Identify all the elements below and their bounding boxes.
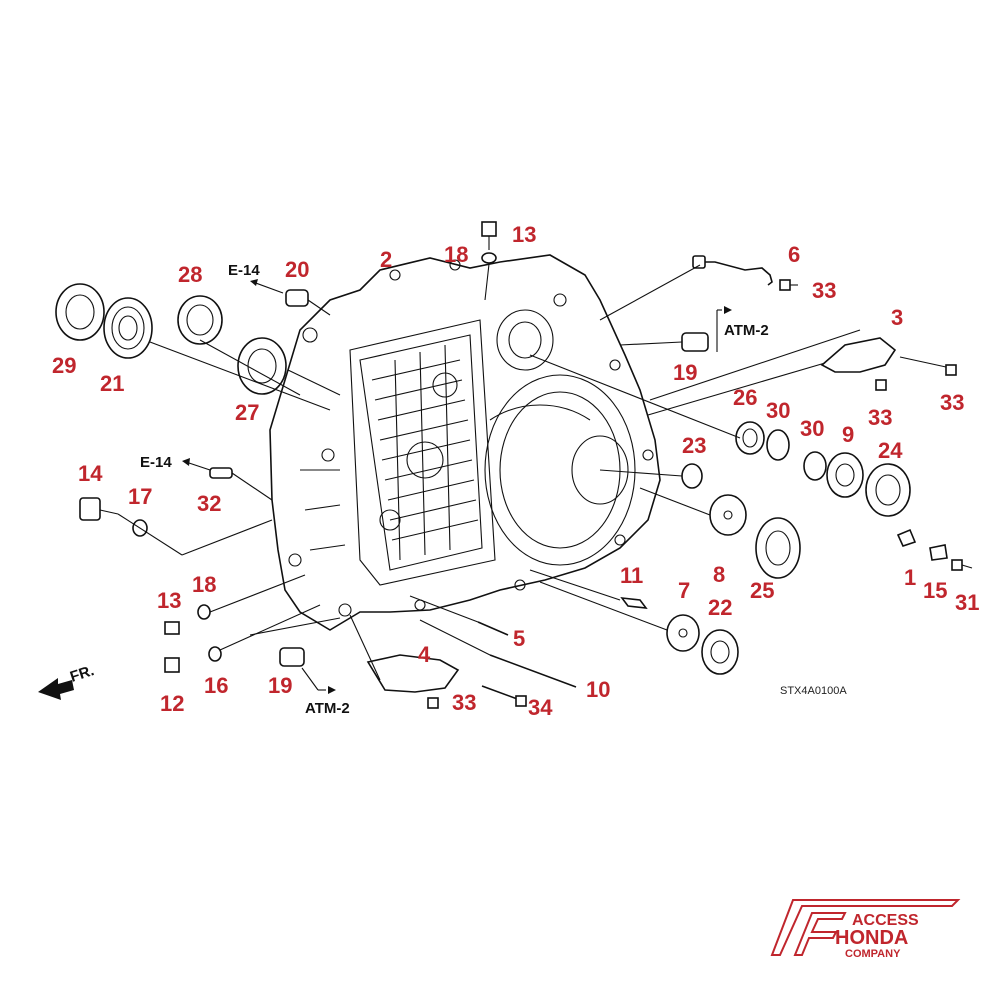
- logo-line3: COMPANY: [845, 948, 901, 960]
- part-3-bracket[interactable]: [820, 337, 897, 373]
- part-1-lock-plate[interactable]: [896, 528, 917, 547]
- reference-arrows: [182, 279, 732, 694]
- part-31-bolt[interactable]: [951, 559, 973, 571]
- callout-32[interactable]: 32: [197, 491, 221, 516]
- callout-1[interactable]: 1: [904, 565, 916, 590]
- callout-34[interactable]: 34: [528, 695, 553, 720]
- part-8-thrust-washer[interactable]: [709, 494, 747, 536]
- callout-19[interactable]: 19: [268, 673, 292, 698]
- access-honda-logo: ACCESS HONDA COMPANY: [770, 899, 961, 960]
- part-11-clip[interactable]: [620, 597, 648, 609]
- callout-33[interactable]: 33: [452, 690, 476, 715]
- part-30-o-ring-b[interactable]: [803, 451, 827, 481]
- part-25-gear[interactable]: [755, 517, 801, 579]
- callout-9[interactable]: 9: [842, 422, 854, 447]
- part-19-dowel-upper[interactable]: [681, 332, 709, 352]
- callout-16[interactable]: 16: [204, 673, 228, 698]
- callout-24[interactable]: 24: [878, 438, 903, 463]
- part-33-bolt-c[interactable]: [945, 364, 957, 376]
- callout-11[interactable]: 11: [620, 563, 643, 588]
- part-33-bolt-d[interactable]: [427, 697, 439, 709]
- callout-18[interactable]: 18: [192, 572, 216, 597]
- part-18-washer-bottom[interactable]: [197, 604, 211, 620]
- part-34-bolt[interactable]: [481, 685, 527, 707]
- ref-atm2-right[interactable]: ATM-2: [724, 322, 769, 339]
- part-30-o-ring-a[interactable]: [766, 429, 790, 461]
- part-33-bolt-b[interactable]: [875, 379, 887, 391]
- callout-14[interactable]: 14: [78, 461, 103, 486]
- part-14-plug[interactable]: [79, 497, 119, 521]
- part-22-bearing[interactable]: [701, 629, 739, 675]
- callout-3[interactable]: 3: [891, 305, 903, 330]
- ref-e14-top[interactable]: E-14: [228, 262, 260, 279]
- callout-30[interactable]: 30: [766, 398, 790, 423]
- part-33-bolt-a[interactable]: [779, 279, 798, 291]
- callout-33[interactable]: 33: [812, 278, 836, 303]
- front-indicator-label: FR.: [68, 662, 96, 686]
- callout-30[interactable]: 30: [800, 416, 824, 441]
- callout-31[interactable]: 31: [955, 590, 979, 615]
- callout-6[interactable]: 6: [788, 242, 800, 267]
- part-28-bearing[interactable]: [177, 295, 223, 345]
- part-29-oil-seal[interactable]: [55, 283, 105, 341]
- callout-26[interactable]: 26: [733, 385, 757, 410]
- part-16-washer[interactable]: [208, 646, 222, 662]
- part-26-bearing[interactable]: [735, 421, 765, 455]
- transmission-housing: [269, 254, 661, 631]
- part-6-pipe[interactable]: [692, 255, 773, 286]
- callout-10[interactable]: 10: [586, 677, 610, 702]
- part-27-oil-seal[interactable]: [237, 337, 287, 395]
- part-32-dowel[interactable]: [209, 467, 233, 479]
- leader-lines: [117, 263, 947, 681]
- logo-line1: ACCESS: [852, 912, 919, 929]
- part-15-clip[interactable]: [929, 544, 948, 561]
- callout-2[interactable]: 2: [380, 247, 392, 272]
- part-12-bolt[interactable]: [164, 657, 180, 673]
- callout-25[interactable]: 25: [750, 578, 774, 603]
- callout-28[interactable]: 28: [178, 262, 202, 287]
- callout-numbers: 13 18 2 20 28 29 21 27 6 33 19 3 33 33 2…: [52, 222, 979, 720]
- callout-4[interactable]: 4: [418, 642, 431, 667]
- callout-20[interactable]: 20: [285, 257, 309, 282]
- callout-19[interactable]: 19: [673, 360, 697, 385]
- logo-line2: HONDA: [835, 927, 908, 949]
- part-13-bolt-top[interactable]: [481, 221, 497, 250]
- callout-33[interactable]: 33: [940, 390, 964, 415]
- part-23-bearing[interactable]: [681, 463, 703, 489]
- callout-7[interactable]: 7: [678, 578, 690, 603]
- callout-17[interactable]: 17: [128, 484, 152, 509]
- part-21-bearing[interactable]: [103, 297, 153, 359]
- part-19-dowel-lower[interactable]: [279, 647, 305, 667]
- callout-13[interactable]: 13: [512, 222, 536, 247]
- front-arrow: FR.: [38, 662, 96, 700]
- callout-23[interactable]: 23: [682, 433, 706, 458]
- callout-18[interactable]: 18: [444, 242, 468, 267]
- part-20-dowel[interactable]: [285, 289, 309, 307]
- ref-e14-left[interactable]: E-14: [140, 454, 172, 471]
- drawing-code: STX4A0100A: [780, 685, 847, 697]
- part-9-sensor[interactable]: [826, 452, 864, 498]
- part-18-washer-top[interactable]: [481, 252, 497, 264]
- part-24-gear[interactable]: [865, 463, 911, 517]
- part-13-bolt-bottom[interactable]: [164, 621, 180, 635]
- part-5-pin[interactable]: [477, 621, 509, 636]
- callout-22[interactable]: 22: [708, 595, 732, 620]
- callout-15[interactable]: 15: [923, 578, 947, 603]
- callout-27[interactable]: 27: [235, 400, 259, 425]
- callout-8[interactable]: 8: [713, 562, 725, 587]
- callout-5[interactable]: 5: [513, 626, 525, 651]
- ref-atm2-bottom[interactable]: ATM-2: [305, 700, 350, 717]
- callout-13[interactable]: 13: [157, 588, 181, 613]
- callout-21[interactable]: 21: [100, 371, 124, 396]
- part-4-bracket[interactable]: [366, 654, 460, 693]
- callout-29[interactable]: 29: [52, 353, 76, 378]
- callout-12[interactable]: 12: [160, 691, 184, 716]
- part-7-washer[interactable]: [666, 614, 700, 652]
- part-10-pipe[interactable]: [489, 654, 577, 688]
- callout-33[interactable]: 33: [868, 405, 892, 430]
